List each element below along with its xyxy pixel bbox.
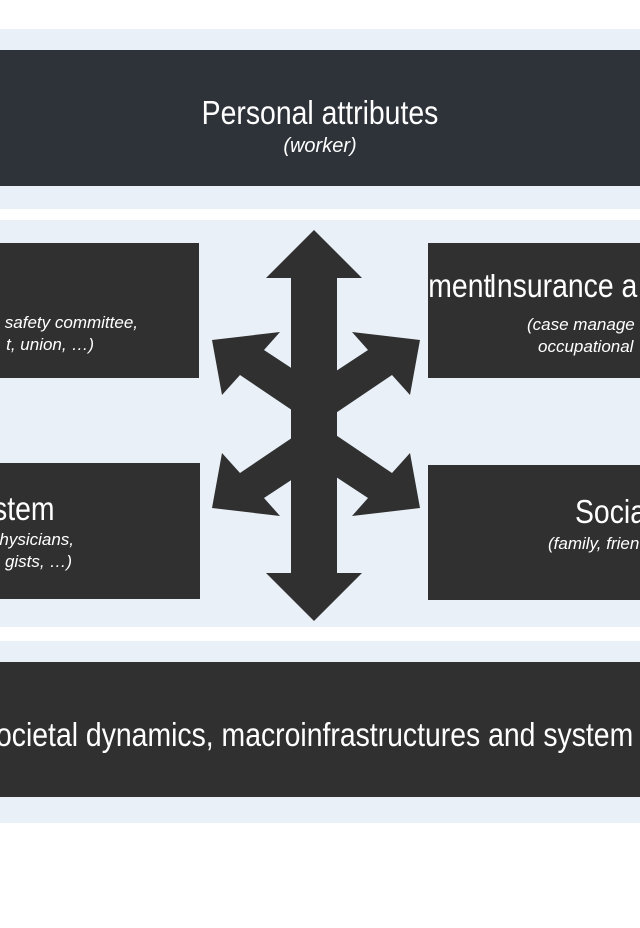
health-system-subtitle-line2: gists, …) [4,552,72,571]
health-system-subtitle-line1: hysicians, [0,530,74,549]
environment-title: ment [427,267,491,304]
environment-subtitle-line2: t, union, …) [6,335,94,354]
social-box [428,465,640,600]
insurance-title: Insurance a [489,267,638,304]
health-system-title: stem [0,490,56,527]
social-subtitle-line1: (family, frien [548,534,640,553]
insurance-subtitle-line1: (case manage [527,315,635,334]
environment-subtitle-line1: safety committee, [4,313,138,332]
insurance-box [428,243,640,378]
societal-box [0,662,640,797]
social-title: Socia [575,493,640,530]
arrow-up [266,230,362,380]
personal-attributes-subtitle: (worker) [283,135,357,157]
environment-box [0,243,199,378]
insurance-subtitle-line2: occupational [538,337,634,356]
personal-attributes-box [0,50,640,186]
arrow-hub [291,370,337,480]
arrow-down [266,470,362,621]
health-system-box [0,463,200,599]
societal-title: ocietal dynamics, macroinfrastructures a… [0,716,634,753]
personal-attributes-title: Personal attributes [201,95,439,131]
